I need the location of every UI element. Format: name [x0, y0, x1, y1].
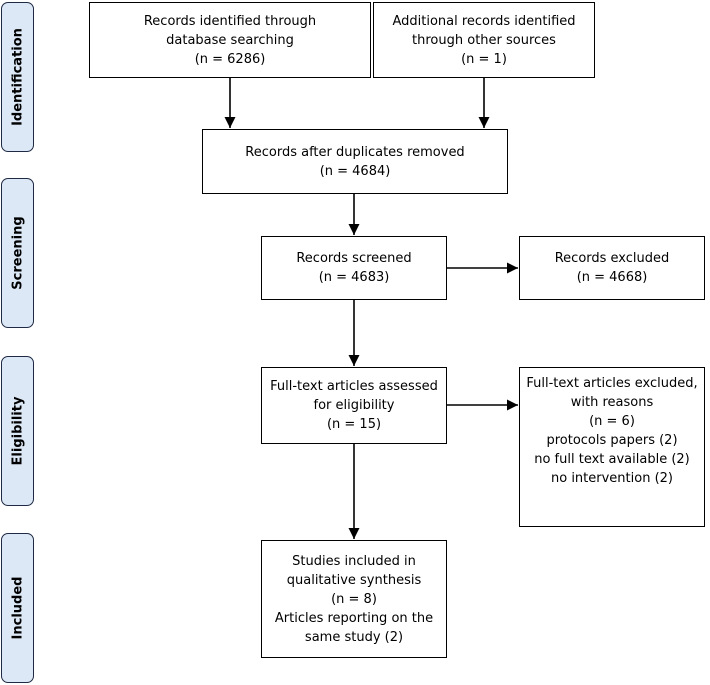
phase-eligibility: Eligibility [1, 356, 34, 506]
studies-included-line-1: Studies included in [292, 553, 416, 569]
database-records-line-2: database searching [166, 32, 294, 48]
studies-included-box: Studies included in qualitative synthesi… [261, 540, 447, 658]
fulltext-assessed-line-1: Full-text articles assessed [270, 379, 438, 394]
phase-screening: Screening [1, 178, 34, 328]
fulltext-excluded-reason-no-full-text: no full text available (2) [534, 452, 690, 467]
phase-included: Included [1, 533, 34, 683]
fulltext-assessed-line-2: for eligibility [313, 398, 395, 413]
fulltext-excluded-count: (n = 6) [589, 414, 635, 429]
records-excluded-box: Records excluded (n = 4668) [519, 236, 705, 300]
other-records-line-1: Additional records identified [392, 13, 576, 29]
fulltext-assessed-count: (n = 15) [326, 417, 382, 432]
records-excluded-label: Records excluded [554, 251, 670, 266]
records-screened-count: (n = 4683) [318, 270, 390, 285]
database-records-line-1: Records identified through [143, 13, 317, 29]
fulltext-excluded-reason-protocols: protocols papers (2) [546, 433, 678, 448]
database-records-count: (n = 6286) [194, 51, 266, 67]
studies-included-count: (n = 8) [331, 591, 377, 607]
phase-identification: Identification [1, 2, 34, 152]
other-records-count: (n = 1) [461, 51, 507, 67]
fulltext-excluded-box: Full-text articles excluded, with reason… [519, 367, 705, 527]
fulltext-excluded-line-2: with reasons [570, 395, 654, 410]
studies-included-line-4: Articles reporting on the [274, 610, 434, 626]
records-screened-label: Records screened [296, 251, 412, 266]
studies-included-line-2: qualitative synthesis [286, 572, 422, 588]
after-duplicates-box: Records after duplicates removed (n = 46… [202, 129, 508, 194]
other-records-line-2: through other sources [412, 32, 556, 48]
other-records-box: Additional records identified through ot… [373, 2, 595, 78]
fulltext-assessed-box: Full-text articles assessed for eligibil… [261, 367, 447, 444]
records-excluded-count: (n = 4668) [576, 270, 648, 285]
studies-included-line-5: same study (2) [304, 629, 404, 645]
fulltext-excluded-line-1: Full-text articles excluded, [526, 376, 698, 391]
database-records-box: Records identified through database sear… [89, 2, 371, 78]
records-screened-box: Records screened (n = 4683) [261, 236, 447, 300]
after-duplicates-label: Records after duplicates removed [245, 144, 465, 160]
fulltext-excluded-reason-no-intervention: no intervention (2) [551, 471, 673, 486]
after-duplicates-count: (n = 4684) [319, 163, 391, 179]
